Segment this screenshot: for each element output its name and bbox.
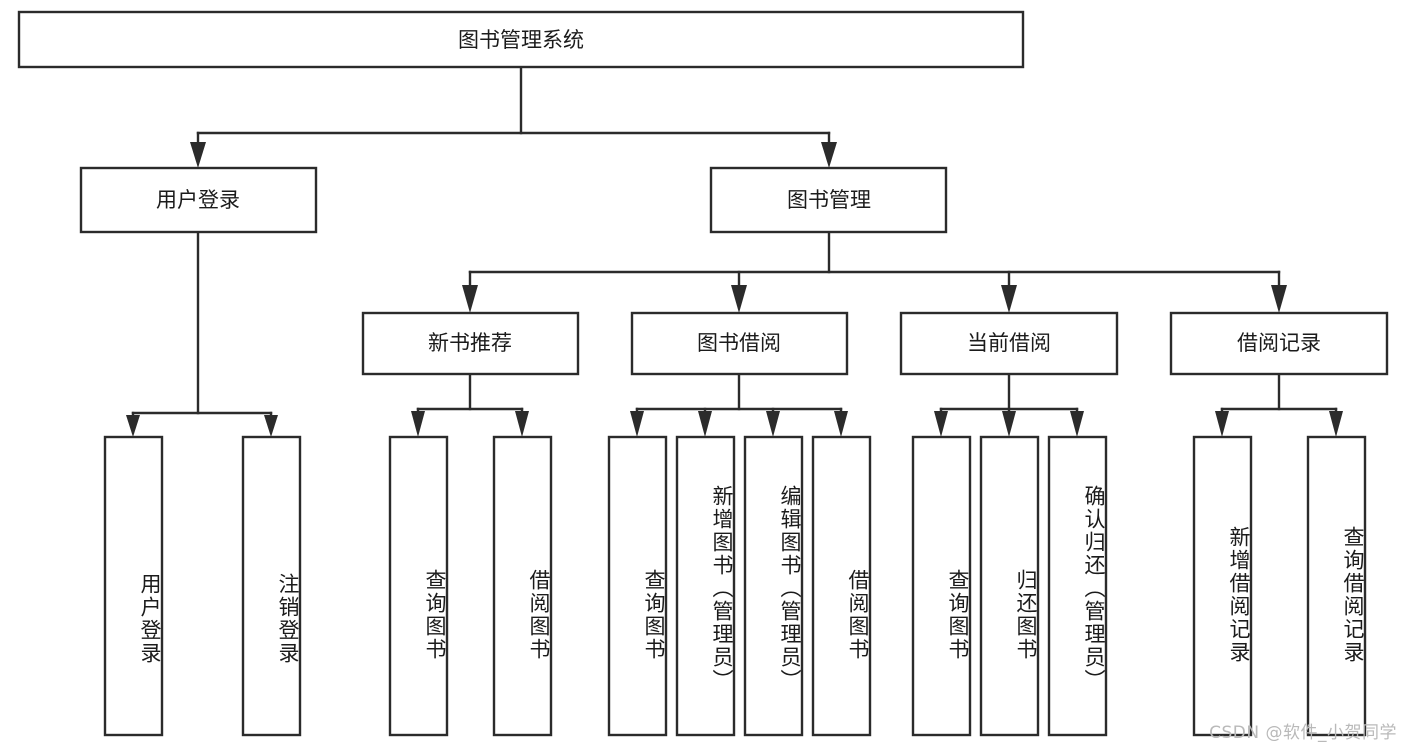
arrow-head-icon xyxy=(821,142,837,168)
watermark-text: CSDN @软件_小贺同学 xyxy=(1209,723,1397,743)
arrow-head-icon xyxy=(1070,411,1084,437)
connector-book-borrow-to-leaves xyxy=(630,372,848,437)
node-label: 借阅记录 xyxy=(1237,331,1321,355)
node-book-management[interactable]: 图书管理 xyxy=(709,166,948,234)
arrow-head-icon xyxy=(126,415,140,437)
leaf-box-book-borrow-1[interactable] xyxy=(675,435,736,737)
node-label: 用户登录 xyxy=(156,188,240,212)
node-box-rect xyxy=(899,311,1119,376)
connector-borrow-record-to-leaves xyxy=(1215,372,1343,437)
arrow-head-icon xyxy=(190,142,206,168)
node-box-rect xyxy=(17,10,1025,69)
arrow-head-icon xyxy=(1001,285,1017,313)
leaf-box-user-login-0[interactable] xyxy=(103,435,164,737)
arrow-head-icon xyxy=(766,411,780,437)
arrow-head-icon xyxy=(698,411,712,437)
node-label: 当前借阅 xyxy=(967,331,1051,355)
leaf-box-book-borrow-2[interactable] xyxy=(743,435,804,737)
arrow-head-icon xyxy=(834,411,848,437)
node-label: 图书管理 xyxy=(787,188,871,212)
leaf-box-book-borrow-0[interactable] xyxy=(607,435,668,737)
node-new-book-recommend[interactable]: 新书推荐 xyxy=(361,311,580,376)
leaf-box-current-borrow-1[interactable] xyxy=(979,435,1040,737)
connector-root-to-level2 xyxy=(190,65,837,168)
node-box-rect xyxy=(79,166,318,234)
leaf-box-new-book-1[interactable] xyxy=(492,435,553,737)
arrow-head-icon xyxy=(934,411,948,437)
arrow-head-icon xyxy=(731,285,747,313)
arrow-head-icon xyxy=(515,411,529,437)
node-label: 图书借阅 xyxy=(697,331,781,355)
node-box-rect xyxy=(630,311,849,376)
node-label: 图书管理系统 xyxy=(458,28,584,52)
node-borrow-record[interactable]: 借阅记录 xyxy=(1169,311,1389,376)
node-current-borrow[interactable]: 当前借阅 xyxy=(899,311,1119,376)
leaf-box-new-book-0[interactable] xyxy=(388,435,449,737)
arrow-head-icon xyxy=(411,411,425,437)
leaf-box-current-borrow-2[interactable] xyxy=(1047,435,1108,737)
arrow-head-icon xyxy=(462,285,478,313)
connector-user-login-to-leaves xyxy=(126,230,278,437)
leaf-box-borrow-record-1[interactable] xyxy=(1306,435,1367,737)
node-box-rect xyxy=(361,311,580,376)
node-label: 新书推荐 xyxy=(428,331,512,355)
leaf-box-current-borrow-0[interactable] xyxy=(911,435,972,737)
arrow-head-icon xyxy=(1002,411,1016,437)
leaf-box-book-borrow-3[interactable] xyxy=(811,435,872,737)
arrow-head-icon xyxy=(1329,411,1343,437)
connector-current-borrow-to-leaves xyxy=(934,372,1084,437)
connector-new-book-to-leaves xyxy=(411,372,529,437)
arrow-head-icon xyxy=(1271,285,1287,313)
arrow-head-icon xyxy=(630,411,644,437)
arrow-head-icon xyxy=(1215,411,1229,437)
connector-book-mgmt-to-level3 xyxy=(462,230,1287,313)
node-box-rect xyxy=(709,166,948,234)
leaf-box-borrow-record-0[interactable] xyxy=(1192,435,1253,737)
leaf-box-user-login-1[interactable] xyxy=(241,435,302,737)
node-book-borrow[interactable]: 图书借阅 xyxy=(630,311,849,376)
node-root-system[interactable]: 图书管理系统 xyxy=(17,10,1025,69)
node-box-rect xyxy=(1169,311,1389,376)
node-user-login[interactable]: 用户登录 xyxy=(79,166,318,234)
arrow-head-icon xyxy=(264,415,278,437)
